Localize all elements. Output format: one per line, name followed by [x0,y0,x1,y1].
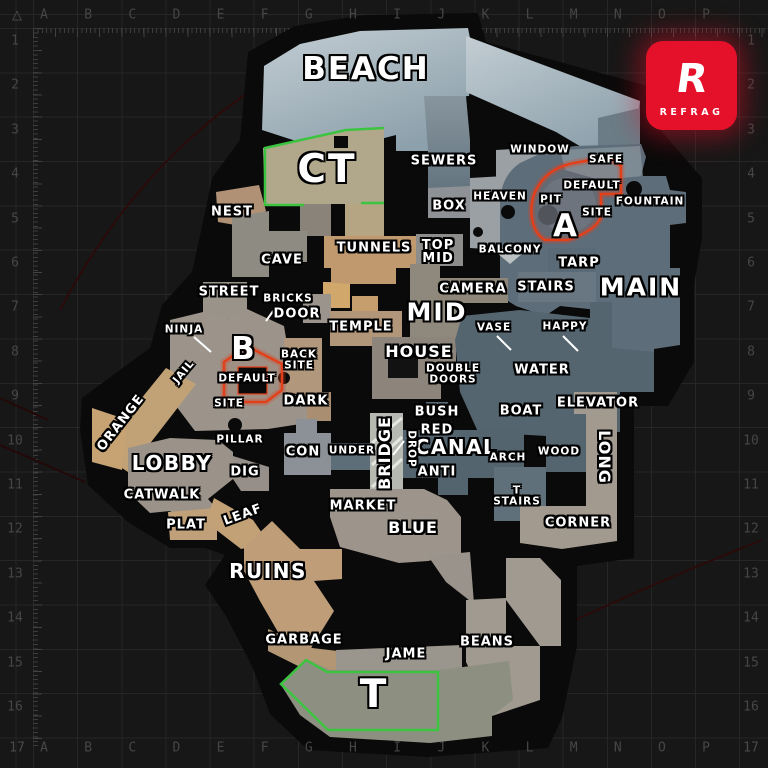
grid-row-8-right: 8 [747,344,755,360]
grid-row-7-left: 7 [11,299,19,315]
grid-col-F-bottom: F [260,740,269,756]
grid-col-I-top: I [393,7,402,23]
grid-row-7-right: 7 [747,299,755,315]
grid-row-16-right: 16 [743,699,759,715]
grid-col-D-top: D [172,7,181,23]
grid-col-A-top: A [40,7,48,23]
grid-col-A-bottom: A [40,740,48,756]
grid-col-O-top: O [658,7,666,23]
svg-text:R: R [673,56,710,102]
grid-row-10-right: 10 [743,433,759,449]
grid-row-2-right: 2 [747,77,755,93]
refrag-r-icon: R [673,56,710,102]
grid-row-16-left: 16 [7,699,23,715]
pointer-lines [193,306,579,456]
grid-corner-bottom-right: 17 [743,740,759,756]
grid-corner-bottom-left: 17 [9,740,25,756]
grid-col-K-bottom: K [481,740,490,756]
grid-row-6-right: 6 [747,255,755,271]
grid-row-4-left: 4 [11,166,19,182]
grid-col-I-bottom: I [393,740,402,756]
grid-row-12-right: 12 [743,521,759,537]
grid-row-15-left: 15 [7,655,23,671]
grid-col-P-bottom: P [702,740,711,756]
grid-col-O-bottom: O [658,740,666,756]
grid-col-H-bottom: H [349,740,357,756]
grid-row-14-right: 14 [743,610,759,626]
a-site-outline [530,155,623,242]
grid-row-9-left: 9 [11,388,19,404]
grid-row-1-right: 1 [747,33,755,49]
grid-row-5-right: 5 [747,211,755,227]
grid-col-B-top: B [84,7,93,23]
grid-row-8-left: 8 [11,344,19,360]
grid-row-1-left: 1 [11,33,19,49]
grid-row-3-right: 3 [747,122,755,138]
ruler-left-ticks [33,28,38,748]
refrag-brand-text: REFRAG [659,106,724,118]
grid-col-N-top: N [613,7,622,23]
grid-row-3-left: 3 [11,122,19,138]
grid-row-12-left: 12 [7,521,23,537]
grid-col-G-top: G [304,7,313,23]
grid-col-H-top: H [349,7,357,23]
grid-row-14-left: 14 [7,610,23,626]
grid-col-N-bottom: N [613,740,622,756]
grid-row-9-right: 9 [747,388,755,404]
grid-col-G-bottom: G [304,740,313,756]
refrag-logo: R REFRAG [646,41,737,130]
grid-col-C-bottom: C [128,740,137,756]
grid-row-15-right: 15 [743,655,759,671]
grid-col-E-bottom: E [216,740,225,756]
grid-row-10-left: 10 [7,433,23,449]
grid-row-11-right: 11 [743,477,759,493]
grid-corner-triangle-icon: △ [11,5,23,25]
grid-row-2-left: 2 [11,77,19,93]
grid-col-D-bottom: D [172,740,181,756]
grid-row-11-left: 11 [7,477,23,493]
grid-row-13-right: 13 [743,566,759,582]
grid-col-K-top: K [481,7,490,23]
grid-col-M-bottom: M [569,740,578,756]
t-spawn-outline [279,658,440,732]
grid-col-B-bottom: B [84,740,93,756]
b-default-box [237,366,268,395]
grid-col-P-top: P [702,7,711,23]
grid-row-6-left: 6 [11,255,19,271]
grid-col-J-bottom: J [437,740,446,756]
grid-col-E-top: E [216,7,225,23]
grid-col-F-top: F [260,7,269,23]
grid-col-C-top: C [128,7,137,23]
grid-col-L-bottom: L [525,740,534,756]
ct-spawn-outline [263,126,385,207]
grid-col-L-top: L [525,7,534,23]
grid-col-M-top: M [569,7,578,23]
grid-row-4-right: 4 [747,166,755,182]
grid-col-J-top: J [437,7,446,23]
grid-row-13-left: 13 [7,566,23,582]
grid-row-5-left: 5 [11,211,19,227]
